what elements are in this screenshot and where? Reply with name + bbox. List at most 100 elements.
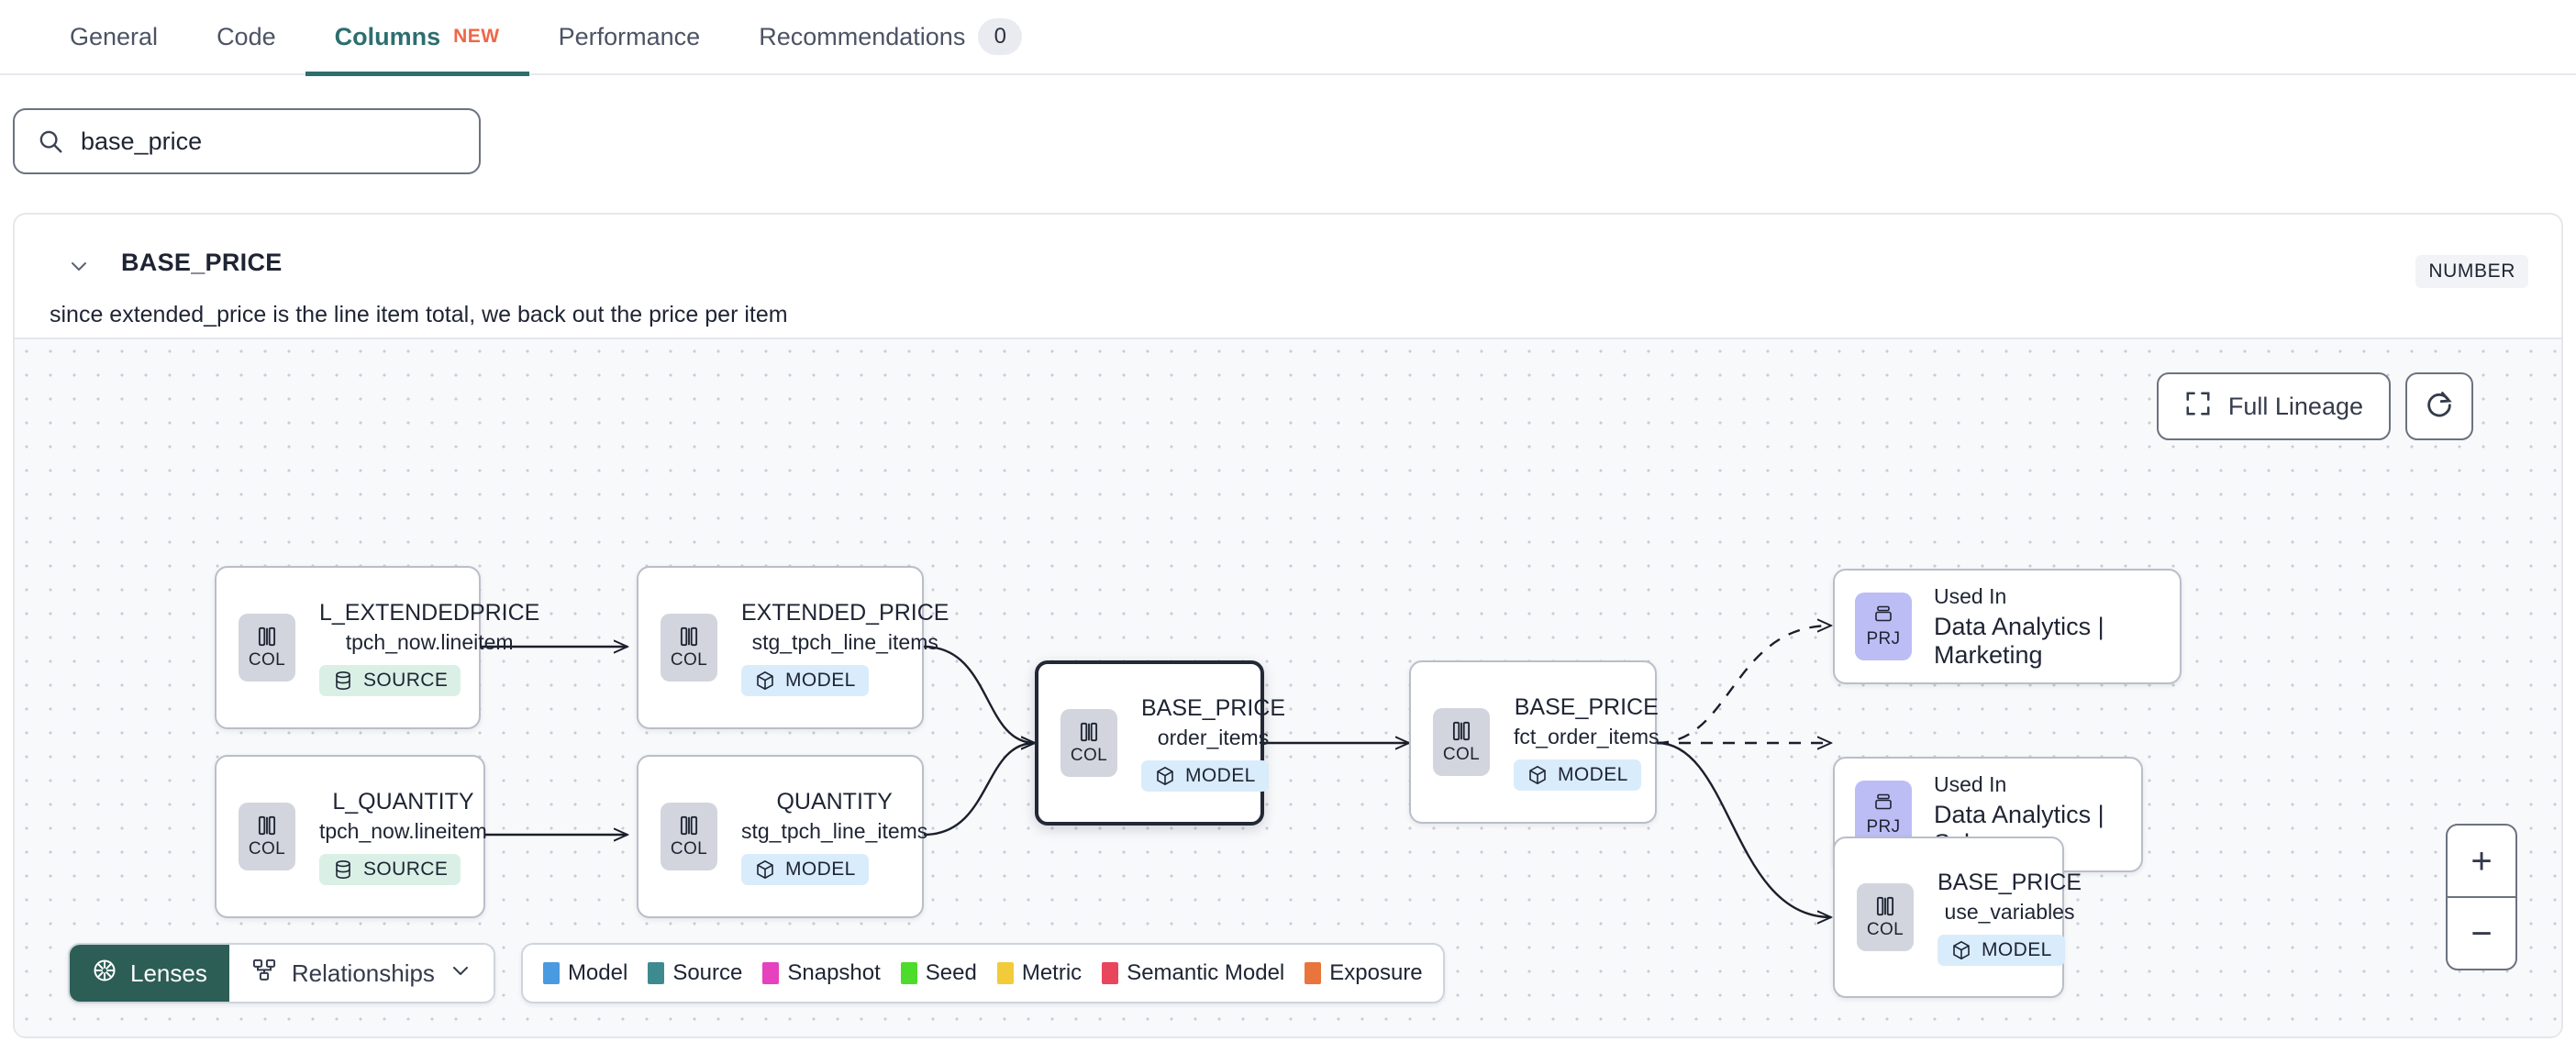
node-type-pill: MODEL [1141,759,1269,792]
node-pill-label: MODEL [1185,764,1256,786]
legend-item-snapshot: Snapshot [762,960,881,986]
column-icon [676,625,702,648]
full-lineage-button[interactable]: Full Lineage [2156,372,2391,440]
lineage-node-quantity[interactable]: COL QUANTITY stg_tpch_line_items MODEL [637,755,928,918]
chevron-down-icon[interactable] [68,255,90,277]
node-subtitle: fct_order_items [1514,724,1660,748]
legend-item-model: Model [542,960,628,986]
chevron-down-icon [450,959,472,988]
legend-swatch [648,962,665,984]
legend-label: Source [672,960,743,985]
lineage-edges [481,339,2561,1038]
node-title: BASE_PRICE [1514,694,1659,721]
legend-swatch [762,962,780,984]
prj-badge-label: PRJ [1866,817,1901,837]
lineage-node-l-quantity[interactable]: COL L_QUANTITY tpch_now.lineitem SOURCE [215,755,487,918]
edge-quantity-to-baseprice [923,743,1035,837]
cube-icon [1154,765,1176,787]
col-badge: COL [1060,709,1117,777]
node-subtitle: tpch_now.lineitem [345,629,514,654]
node-type-pill: SOURCE [319,664,461,696]
col-badge-label: COL [1070,746,1108,765]
lineage-node-base-price-use-variables[interactable]: COL BASE_PRICE use_variables MODEL [1833,837,2082,998]
node-subtitle: stg_tpch_line_items [741,818,928,843]
zoom-out-button[interactable]: − [2471,913,2493,954]
lineage-node-extended-price[interactable]: COL EXTENDED_PRICE stg_tpch_line_items M… [637,566,949,729]
cube-icon [1527,764,1549,786]
tab-columns[interactable]: Columns NEW [305,0,529,76]
legend-item-exposure: Exposure [1305,960,1423,986]
page-title: BASE_PRICE [121,249,283,276]
node-subtitle: order_items [1157,725,1270,749]
database-icon [332,859,354,881]
lineage-node-l-extendedprice[interactable]: COL L_EXTENDEDPRICE tpch_now.lineitem SO… [215,566,539,729]
relationships-label: Relationships [291,959,435,987]
lineage-node-project-marketing[interactable]: PRJ Used In Data Analytics | Marketing [1833,569,2182,684]
column-icon [1449,719,1474,743]
relationships-dropdown[interactable]: Relationships [228,945,494,1002]
node-type-pill: MODEL [741,664,869,696]
column-icon [254,625,280,648]
tab-bar: General Code Columns NEW Performance Rec… [0,0,2576,76]
prj-badge-label: PRJ [1866,629,1901,648]
lenses-button[interactable]: Lenses [70,945,229,1002]
zoom-in-button[interactable]: + [2448,826,2515,898]
lineage-canvas[interactable]: COL L_EXTENDEDPRICE tpch_now.lineitem SO… [15,338,2561,1038]
col-badge: COL [1433,708,1490,776]
col-badge-label: COL [670,650,708,670]
legend-label: Exposure [1329,960,1423,985]
col-badge-label: COL [1442,745,1481,764]
col-badge: COL [1857,883,1914,951]
tab-performance[interactable]: Performance [529,0,730,74]
tab-label: Recommendations [759,22,966,50]
cube-icon [754,859,776,881]
col-badge: COL [239,614,295,682]
column-icon [254,814,280,837]
lineage-node-base-price-fct-order-items[interactable]: COL BASE_PRICE fct_order_items MODEL [1409,660,1660,824]
legend-item-semantic-model: Semantic Model [1102,960,1284,986]
node-used-in-label: Used In [1934,583,2007,608]
search-value: base_price [81,127,203,155]
tab-label: General [70,22,159,50]
node-title: L_QUANTITY [332,789,474,815]
tab-general[interactable]: General [40,0,187,74]
tab-label: Code [217,22,276,50]
lineage-node-base-price-order-items[interactable]: COL BASE_PRICE order_items MODEL [1035,660,1285,826]
refresh-button[interactable] [2405,372,2473,440]
legend-label: Semantic Model [1127,960,1285,985]
node-used-in-label: Used In [1934,771,2007,796]
cube-icon [754,670,776,692]
legend-label: Model [567,960,628,985]
node-pill-label: SOURCE [363,669,449,691]
tab-label: Columns [334,22,441,50]
node-subtitle: use_variables [1944,899,2075,924]
column-icon [1076,720,1102,744]
edge-fct-to-usevariables [1656,741,1831,917]
legend-item-source: Source [648,960,742,986]
column-icon [1872,894,1898,918]
tab-new-badge: NEW [453,26,500,47]
full-lineage-label: Full Lineage [2227,392,2363,420]
tab-code[interactable]: Code [187,0,305,74]
column-description: since extended_price is the line item to… [50,302,788,327]
aperture-icon [92,958,117,990]
node-subtitle: stg_tpch_line_items [751,629,938,654]
node-pill-label: MODEL [1982,938,2052,960]
search-icon [37,127,64,155]
database-icon [332,670,354,692]
node-type-pill: MODEL [1938,934,2065,966]
refresh-icon [2424,389,2455,425]
legend-swatch [900,962,917,984]
edge-extendedprice-to-baseprice [923,645,1035,743]
cube-icon [1950,939,1972,961]
expand-icon [2184,390,2212,424]
search-input[interactable]: base_price [13,108,481,174]
node-pill-label: SOURCE [363,858,449,880]
column-type-badge: NUMBER [2415,255,2528,288]
tab-recommendations[interactable]: Recommendations 0 [729,0,1051,74]
column-icon [676,814,702,837]
node-title: EXTENDED_PRICE [741,600,949,626]
prj-badge: PRJ [1855,593,1912,660]
node-title: BASE_PRICE [1938,870,2082,896]
legend-label: Metric [1021,960,1083,985]
